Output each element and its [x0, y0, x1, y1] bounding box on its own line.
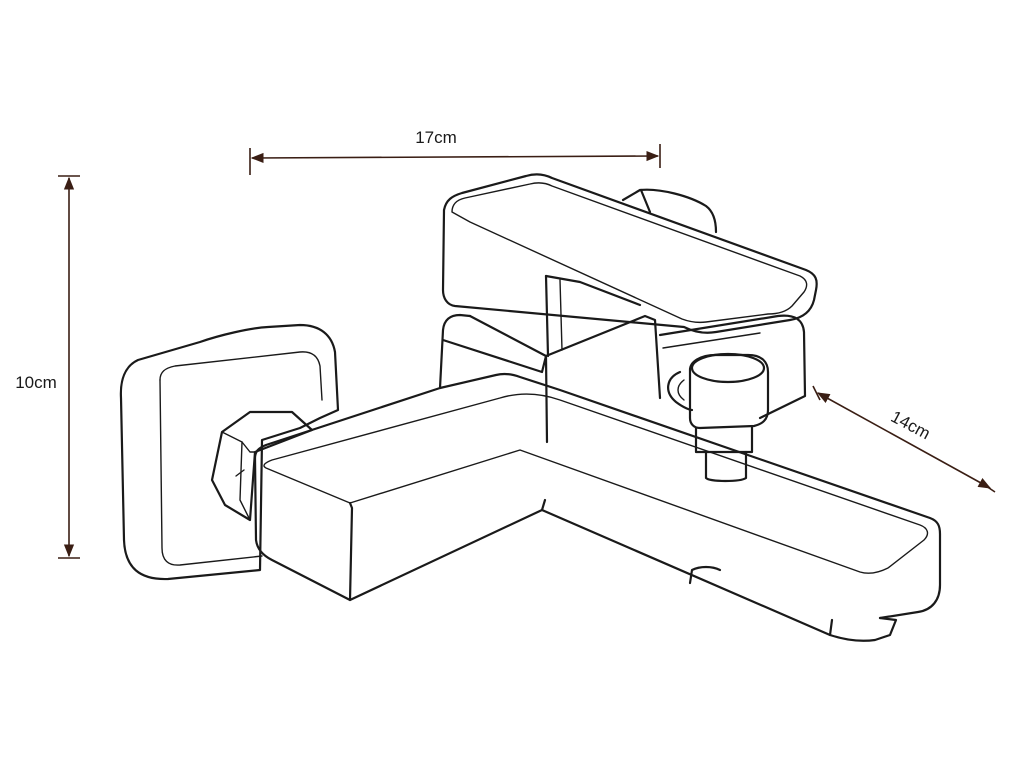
spout-body: [253, 372, 942, 642]
lever-handle: [441, 173, 818, 358]
hex-nut: [210, 410, 314, 522]
width-dimension: 17cm: [249, 128, 661, 175]
wall-flange: [119, 323, 340, 581]
height-label: 10cm: [15, 373, 57, 392]
depth-dimension: 14cm: [812, 385, 996, 493]
height-dimension: 10cm: [15, 175, 80, 559]
width-label: 17cm: [415, 128, 457, 147]
valve-body: [438, 188, 807, 444]
diverter-knob: [667, 352, 770, 483]
depth-label: 14cm: [888, 407, 934, 443]
